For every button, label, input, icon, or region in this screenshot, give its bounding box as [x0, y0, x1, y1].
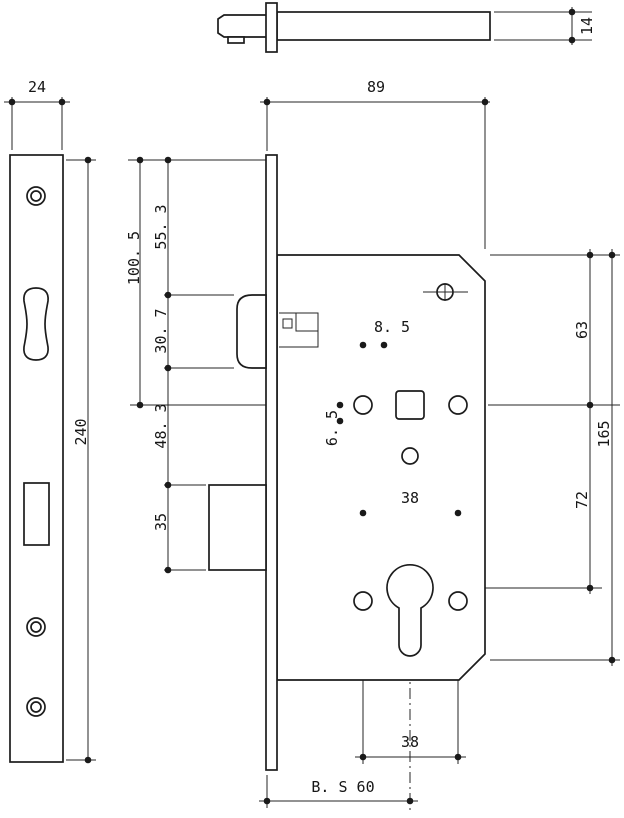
dimension-labels: 24 89 14 240 100. 5 55. 3 30. 7 48. 3 35…	[28, 17, 613, 796]
strike-plate-outline	[9, 154, 64, 763]
screw-hole-bottom-inner	[30, 701, 42, 713]
adjuster-hole-cross	[423, 283, 468, 301]
dim-dot	[164, 156, 172, 164]
latch-bolt-front	[236, 294, 267, 369]
cylinder-screw-hole-left	[353, 591, 373, 611]
screw-hole-top-inner	[30, 190, 42, 202]
latch-side-view	[217, 2, 491, 53]
latch-body	[276, 11, 491, 41]
dim-dot	[380, 341, 388, 349]
dim-dot	[164, 481, 172, 489]
dim-dot	[608, 251, 616, 259]
dim-dot	[336, 417, 344, 425]
dim-dot	[164, 291, 172, 299]
deadbolt-front	[208, 484, 267, 571]
dim-dot	[164, 364, 172, 372]
dim-dot	[586, 584, 594, 592]
dim-latch-span: 30. 7	[152, 308, 170, 353]
dim-dot	[568, 36, 576, 44]
dim-hub-hole-spacing: 38	[401, 489, 419, 507]
dim-dot	[454, 509, 462, 517]
screw-hole-mid-inner	[30, 621, 42, 633]
dim-plate-width: 24	[28, 78, 46, 96]
dim-dot	[164, 566, 172, 574]
latch-head-step	[227, 36, 245, 44]
dim-dot	[586, 401, 594, 409]
dim-case-top-to-center: 63	[573, 321, 591, 339]
dim-latch-height: 14	[578, 17, 596, 35]
dim-dot	[8, 98, 16, 106]
dim-bolt-span: 35	[152, 513, 170, 531]
lock-faceplate	[265, 154, 278, 771]
dim-dot	[481, 98, 489, 106]
screw-hole-mid-outer	[26, 617, 46, 637]
dimension-dots	[8, 8, 616, 805]
dim-hub-drop: 6. 5	[323, 410, 341, 446]
dim-dot	[84, 756, 92, 764]
dim-hub-offset: 8. 5	[374, 318, 410, 336]
dim-case-width: 89	[367, 78, 385, 96]
screw-hole-bottom-outer	[26, 697, 46, 717]
dim-cylinder-hole-spacing: 38	[401, 733, 419, 751]
dim-dot	[136, 401, 144, 409]
latch-mechanism-detail	[279, 312, 319, 348]
dim-dot	[263, 797, 271, 805]
cylinder-hole	[386, 564, 434, 657]
latch-head	[217, 14, 268, 38]
faceplate-section	[265, 2, 278, 53]
hub-screw-hole-left	[353, 395, 373, 415]
dim-dot	[608, 656, 616, 664]
dim-dot	[359, 509, 367, 517]
lock-front-view	[208, 154, 486, 771]
dim-hole-span-overall: 165	[595, 420, 613, 447]
hub-screw-hole-right	[448, 395, 468, 415]
dim-backset: B. S 60	[311, 778, 374, 796]
dim-plate-height: 240	[72, 418, 90, 445]
latch-cutout	[23, 287, 49, 361]
dim-dot	[263, 98, 271, 106]
dim-dot	[84, 156, 92, 164]
dim-dot	[136, 156, 144, 164]
cylinder-screw-hole-right	[448, 591, 468, 611]
screw-hole-top-outer	[26, 186, 46, 206]
dim-dot	[359, 753, 367, 761]
dim-dot	[359, 341, 367, 349]
spindle-follower	[395, 390, 425, 420]
dim-dot	[586, 251, 594, 259]
dim-top-to-latch: 55. 3	[152, 204, 170, 249]
dim-dot	[454, 753, 462, 761]
strike-plate-view	[9, 154, 64, 763]
dim-dot	[568, 8, 576, 16]
deadbolt-cutout	[23, 482, 50, 546]
dim-latch-to-bolt: 48. 3	[152, 403, 170, 448]
dim-center-to-cylinder: 72	[573, 491, 591, 509]
dim-dot	[58, 98, 66, 106]
center-hole	[401, 447, 419, 465]
dim-dot	[406, 797, 414, 805]
dim-dot	[336, 401, 344, 409]
dim-top-to-center: 100. 5	[125, 231, 143, 285]
